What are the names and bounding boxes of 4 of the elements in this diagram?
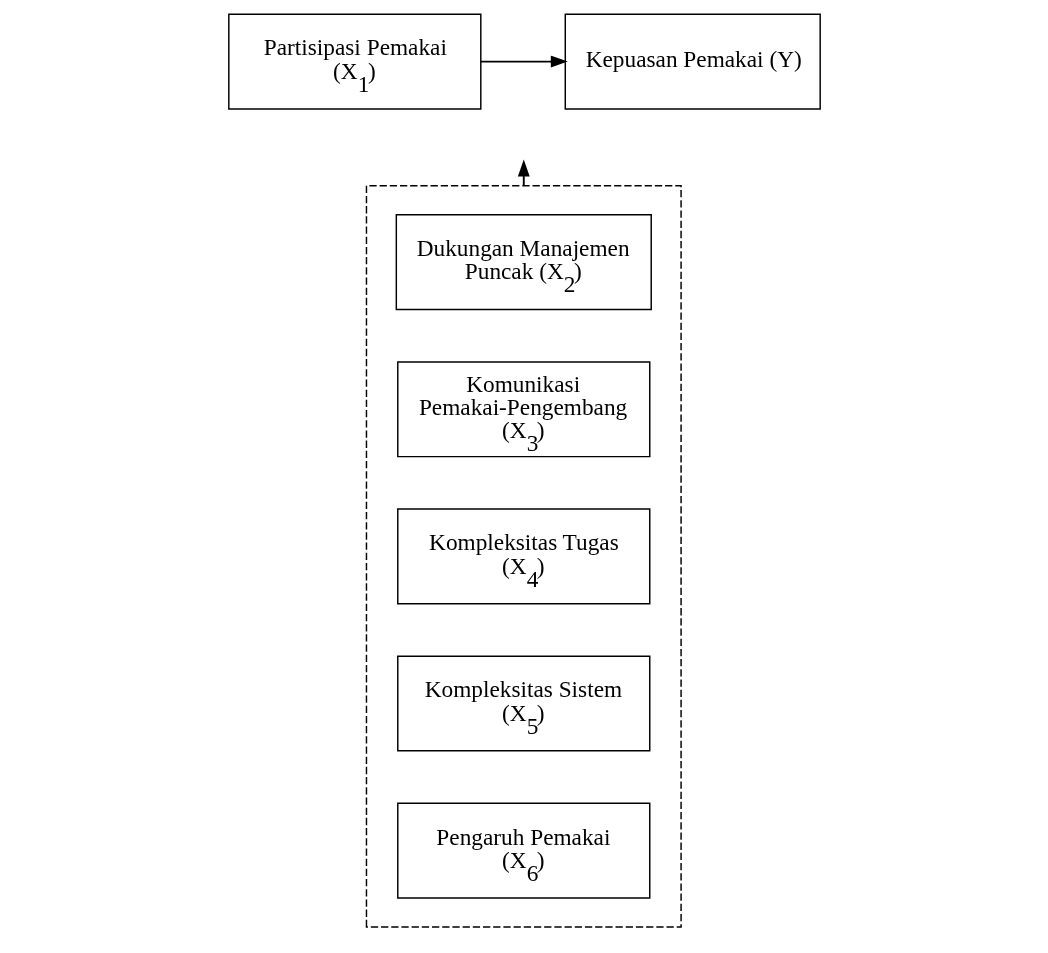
arrow xyxy=(479,55,568,68)
node-box: Kepuasan Pemakai (Y) xyxy=(564,13,821,110)
cluster xyxy=(365,185,682,928)
arrow xyxy=(517,159,530,187)
